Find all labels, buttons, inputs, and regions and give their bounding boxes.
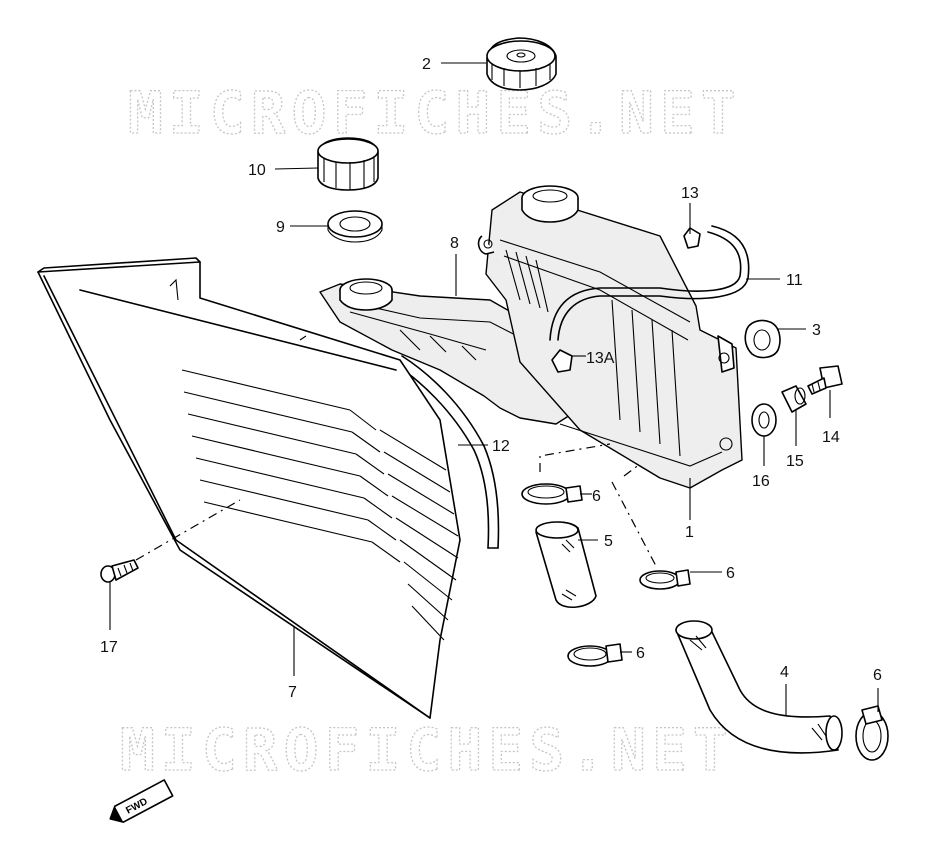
hose-clamp-part-6-c: [567, 643, 623, 667]
hose-clamp-part-6-a: [521, 483, 583, 505]
forward-arrow-icon: FWD: [109, 779, 174, 823]
centerline-lower-hose: [611, 481, 657, 567]
callout-17: 17: [100, 639, 118, 656]
drain-hose-part-12: [391, 355, 500, 549]
radiator-cap-part-2: [486, 37, 557, 91]
callout-1: 1: [685, 524, 694, 541]
radiator-part-1: [477, 185, 743, 489]
centerline-lower-outlet: [623, 463, 641, 477]
callout-13a: 13A: [586, 350, 615, 367]
watermark-bottom: MICROFICHES.NET: [120, 716, 734, 784]
callout-6-c: 6: [636, 645, 645, 662]
callout-2: 2: [422, 56, 431, 73]
screw-part-17: [100, 559, 139, 583]
callout-8: 8: [450, 235, 459, 252]
clip-part-13a: [551, 349, 573, 373]
leader-lines: [109, 62, 879, 716]
callout-12: 12: [492, 438, 510, 455]
callout-9: 9: [276, 219, 285, 236]
callout-3: 3: [812, 322, 821, 339]
gasket-part-9: [327, 210, 383, 243]
hose-clamp-part-6-d: [855, 705, 889, 761]
centerline-upper-hose: [539, 443, 611, 472]
cushion-part-16: [751, 403, 777, 437]
forward-direction-badge: FWD: [109, 779, 174, 823]
callout-6-a: 6: [592, 488, 601, 505]
overflow-hose-part-11: [549, 225, 750, 341]
callout-4: 4: [780, 664, 789, 681]
callout-7: 7: [288, 684, 297, 701]
callout-6-b: 6: [726, 565, 735, 582]
watermark-top: MICROFICHES.NET: [128, 79, 742, 147]
callout-15: 15: [786, 453, 804, 470]
bolt-part-14: [807, 365, 843, 395]
callout-13: 13: [681, 185, 699, 202]
callout-14: 14: [822, 429, 840, 446]
straight-hose-part-5: [535, 521, 597, 608]
tank-cap-part-10: [317, 137, 379, 191]
grommet-part-3: [744, 319, 781, 359]
callout-11: 11: [786, 272, 803, 289]
bent-hose-part-4: [675, 620, 843, 754]
callout-16: 16: [752, 473, 770, 490]
hose-clamp-part-6-b: [639, 569, 691, 590]
callout-10: 10: [248, 162, 266, 179]
clip-part-13: [683, 227, 701, 249]
callout-5: 5: [604, 533, 613, 550]
callout-6-d: 6: [873, 667, 882, 684]
collar-part-15: [781, 385, 807, 413]
radiator-shroud-part-7: [37, 257, 461, 719]
